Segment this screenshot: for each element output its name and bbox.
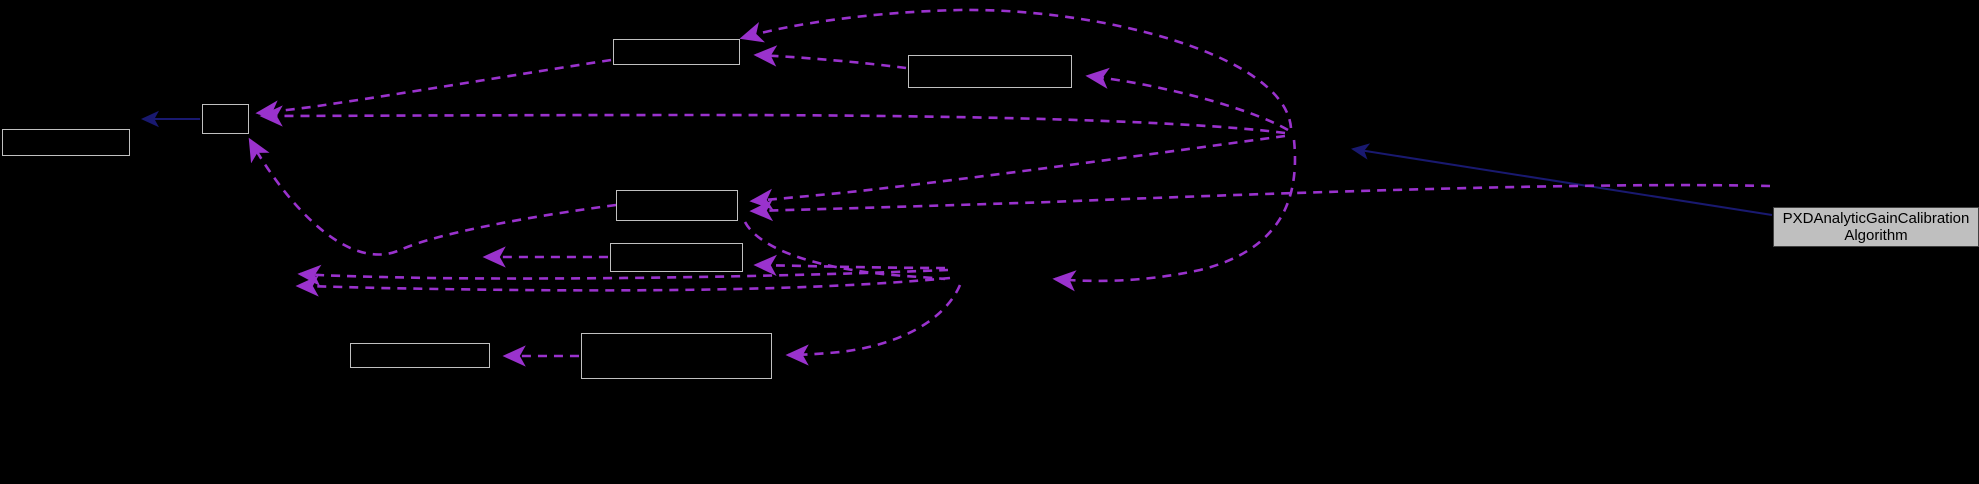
- graph-node-pxd-analytic-gain-calibration-algorithm[interactable]: PXDAnalyticGainCalibration Algorithm: [1773, 207, 1979, 247]
- edge-usage-highlight-node4-lower: [749, 183, 1771, 222]
- graph-node-1[interactable]: [202, 104, 249, 134]
- graph-node-3[interactable]: [908, 55, 1072, 88]
- edge-usage-mid-left3: [295, 275, 951, 297]
- edge-usage-node4-mid-down: [743, 221, 946, 281]
- edge-usage-hub-node2: [739, 8, 1293, 129]
- edge-usage-hub-node3: [1085, 67, 1289, 132]
- graph-node-5[interactable]: [610, 243, 743, 272]
- edge-usage-hub-bottom-arrow: [1052, 139, 1297, 292]
- graph-node-4[interactable]: [616, 190, 738, 221]
- edge-usage-node4-node1: [248, 137, 617, 256]
- edge-usage-mid-node5: [753, 254, 946, 277]
- edge-usage-mid-left2: [297, 264, 949, 287]
- edge-usage-node3-node2: [753, 45, 907, 70]
- edge-usage-mid-node7: [785, 284, 962, 366]
- edge-usage-node2-node1: [255, 58, 612, 122]
- edge-usage-hub-node1: [259, 105, 1286, 135]
- graph-node-6[interactable]: [350, 343, 490, 368]
- graph-node-2[interactable]: [613, 39, 740, 65]
- graph-node-highlight-label: PXDAnalyticGainCalibration Algorithm: [1782, 209, 1970, 244]
- graph-node-7[interactable]: [581, 333, 772, 379]
- edge-inheritance-highlight-hub: [1351, 143, 1773, 216]
- graph-node-0[interactable]: [2, 129, 130, 156]
- edge-usage-hub-node4-upper: [749, 134, 1286, 211]
